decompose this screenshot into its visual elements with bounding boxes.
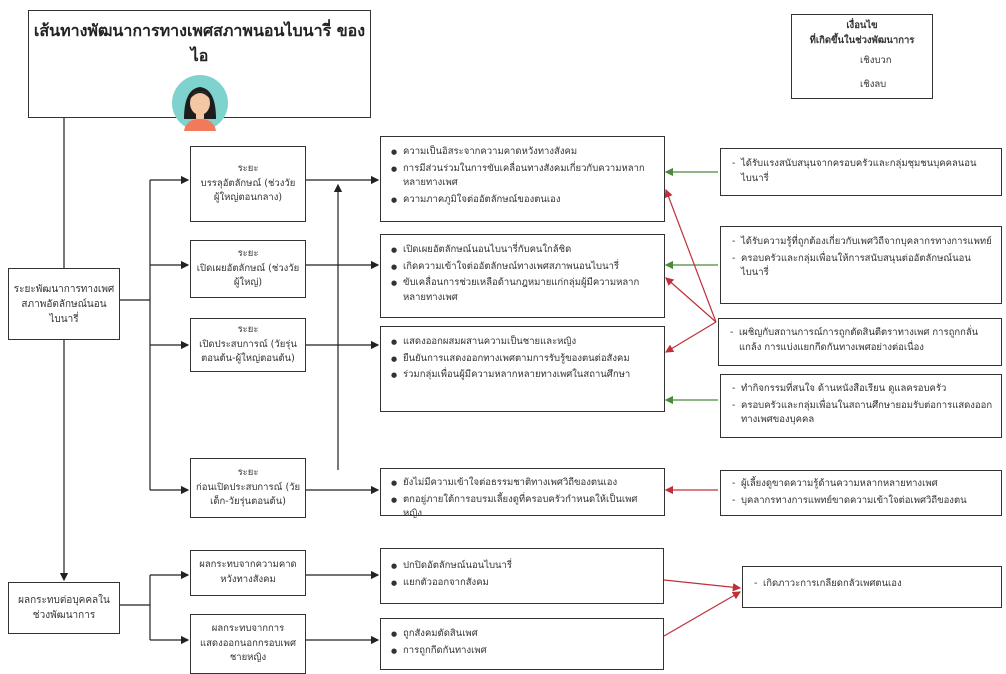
detail-item: การมีส่วนร่วมในการขับเคลื่อนทางสังคมเกี่… xyxy=(391,162,656,191)
detail-item: ยังไม่มีความเข้าใจต่อธรรมชาติทางเพศวิถีข… xyxy=(391,476,656,491)
detail-item: ขับเคลื่อนการช่วยเหลือด้านกฎหมายแก่กลุ่ม… xyxy=(391,276,656,305)
detail-box-pre-exploration: ยังไม่มีความเข้าใจต่อธรรมชาติทางเพศวิถีข… xyxy=(380,468,665,519)
stage-title: ระยะ xyxy=(237,466,259,478)
condition-item: ครอบครัวและกลุ่มเพื่อนในสถานศึกษายอมรับต… xyxy=(732,399,993,428)
detail-item: ตกอยู่ภายใต้การอบรมเลี้ยงดูที่ครอบครัวกำ… xyxy=(391,493,656,522)
legend-heading-2: ที่เกิดขึ้นในช่วงพัฒนาการ xyxy=(809,34,915,46)
stage-label: บรรลุอัตลักษณ์ (ช่วงวัยผู้ใหญ่ตอนกลาง) xyxy=(200,177,296,204)
impact-root-label: ผลกระทบต่อบุคคลในช่วงพัฒนาการ xyxy=(18,595,110,621)
impact-box-expression: ผลกระทบจากการแสดงออกนอกกรอบเพศชายหญิง xyxy=(190,614,306,674)
legend-positive-label: เชิงบวก xyxy=(860,55,892,66)
title-box: เส้นทางพัฒนาการทางเพศสภาพนอนไบนารี่ ของ … xyxy=(28,10,371,131)
stage-root-label: ระยะพัฒนาการทางเพศสภาพอัตลักษณ์นอนไบนารี… xyxy=(13,283,115,325)
detail-item: ร่วมกลุ่มเพื่อนผู้มีความหลากหลายทางเพศใน… xyxy=(391,368,656,383)
page-title: เส้นทางพัฒนาการทางเพศสภาพนอนไบนารี่ ของ … xyxy=(33,21,366,65)
legend-negative-label: เชิงลบ xyxy=(860,79,887,90)
detail-item: เกิดความเข้าใจต่ออัตลักษณ์ทางเพศสภาพนอนไ… xyxy=(391,260,656,275)
condition-item: ผู้เลี้ยงดูขาดความรู้ด้านความหลากหลายทาง… xyxy=(732,477,993,492)
condition-item: ได้รับความรู้ที่ถูกต้องเกี่ยวกับเพศวิถีจ… xyxy=(732,235,993,250)
condition-box-3: เผชิญกับสถานการณ์การถูกตัดสินตีตราทางเพศ… xyxy=(718,318,1002,366)
stage-box-pre-exploration: ระยะ ก่อนเปิดประสบการณ์ (วัยเด็ก-วัยรุ่น… xyxy=(190,458,306,518)
impact-label: ผลกระทบจากความคาดหวังทางสังคม xyxy=(199,559,297,585)
detail-item: เปิดเผยอัตลักษณ์นอนไบนารี่กับคนใกล้ชิด xyxy=(391,243,656,258)
stage-title: ระยะ xyxy=(237,323,259,335)
condition-box-1: ได้รับแรงสนับสนุนจากครอบครัวและกลุ่มชุมช… xyxy=(720,148,1002,196)
condition-box-5: ผู้เลี้ยงดูขาดความรู้ด้านความหลากหลายทาง… xyxy=(720,470,1002,516)
detail-item: ความเป็นอิสระจากความคาดหวังทางสังคม xyxy=(391,145,656,160)
condition-item: ได้รับแรงสนับสนุนจากครอบครัวและกลุ่มชุมช… xyxy=(732,157,993,186)
stage-label: เปิดประสบการณ์ (วัยรุ่นตอนต้น-ผู้ใหญ่ตอน… xyxy=(199,338,297,365)
stage-title: ระยะ xyxy=(237,247,259,259)
impact-detail-box-2: ถูกสังคมตัดสินเพศ การถูกกีดกันทางเพศ xyxy=(380,618,664,670)
condition-box-4: ทำกิจกรรมที่สนใจ ด้านหนังสือเรียน ดูแลคร… xyxy=(720,374,1002,438)
impact-outcome: เกิดภาวะการเกลียดกลัวเพศตนเอง xyxy=(754,577,993,592)
stage-title: ระยะ xyxy=(237,162,259,174)
impact-root-box: ผลกระทบต่อบุคคลในช่วงพัฒนาการ xyxy=(8,582,120,634)
legend-box: เงื่อนไข ที่เกิดขึ้นในช่วงพัฒนาการ เชิงบ… xyxy=(791,14,933,99)
impact-item: ถูกสังคมตัดสินเพศ xyxy=(391,627,655,642)
legend-heading-1: เงื่อนไข xyxy=(846,20,878,31)
detail-item: แสดงออกผสมผสานความเป็นชายและหญิง xyxy=(391,335,656,350)
impact-outcome-box: เกิดภาวะการเกลียดกลัวเพศตนเอง xyxy=(742,566,1002,608)
impact-box-expectation: ผลกระทบจากความคาดหวังทางสังคม xyxy=(190,550,306,596)
stage-label: ก่อนเปิดประสบการณ์ (วัยเด็ก-วัยรุ่นตอนต้… xyxy=(195,481,301,508)
stage-box-exploration: ระยะ เปิดประสบการณ์ (วัยรุ่นตอนต้น-ผู้ให… xyxy=(190,318,306,372)
stage-label: เปิดเผยอัตลักษณ์ (ช่วงวัยผู้ใหญ่) xyxy=(196,262,300,289)
avatar-icon xyxy=(171,75,228,131)
impact-detail-box-1: ปกปิดอัตลักษณ์นอนไบนารี่ แยกตัวออกจากสัง… xyxy=(380,548,664,604)
impact-item: การถูกกีดกันทางเพศ xyxy=(391,644,655,659)
stage-box-disclosure: ระยะ เปิดเผยอัตลักษณ์ (ช่วงวัยผู้ใหญ่) xyxy=(190,240,306,298)
detail-box-achievement: ความเป็นอิสระจากความคาดหวังทางสังคม การม… xyxy=(380,136,665,222)
stage-box-achievement: ระยะ บรรลุอัตลักษณ์ (ช่วงวัยผู้ใหญ่ตอนกล… xyxy=(190,146,306,222)
impact-item: แยกตัวออกจากสังคม xyxy=(391,576,655,591)
condition-item: บุคลากรทางการแพทย์ขาดความเข้าใจต่อเพศวิถ… xyxy=(732,494,993,509)
detail-item: ยืนยันการแสดงออกทางเพศตามการรับรู้ของตนต… xyxy=(391,352,656,367)
condition-item: ครอบครัวและกลุ่มเพื่อนให้การสนับสนุนต่ออ… xyxy=(732,252,993,281)
detail-box-exploration: แสดงออกผสมผสานความเป็นชายและหญิง ยืนยันก… xyxy=(380,326,665,412)
condition-item: ทำกิจกรรมที่สนใจ ด้านหนังสือเรียน ดูแลคร… xyxy=(732,382,993,397)
stage-root-box: ระยะพัฒนาการทางเพศสภาพอัตลักษณ์นอนไบนารี… xyxy=(8,268,120,340)
impact-item: ปกปิดอัตลักษณ์นอนไบนารี่ xyxy=(391,559,655,574)
condition-item: เผชิญกับสถานการณ์การถูกตัดสินตีตราทางเพศ… xyxy=(730,326,993,355)
condition-box-2: ได้รับความรู้ที่ถูกต้องเกี่ยวกับเพศวิถีจ… xyxy=(720,226,1002,304)
detail-box-disclosure: เปิดเผยอัตลักษณ์นอนไบนารี่กับคนใกล้ชิด เ… xyxy=(380,234,665,318)
impact-label: ผลกระทบจากการแสดงออกนอกกรอบเพศชายหญิง xyxy=(200,622,296,664)
detail-item: ความภาคภูมิใจต่ออัตลักษณ์ของตนเอง xyxy=(391,193,656,208)
